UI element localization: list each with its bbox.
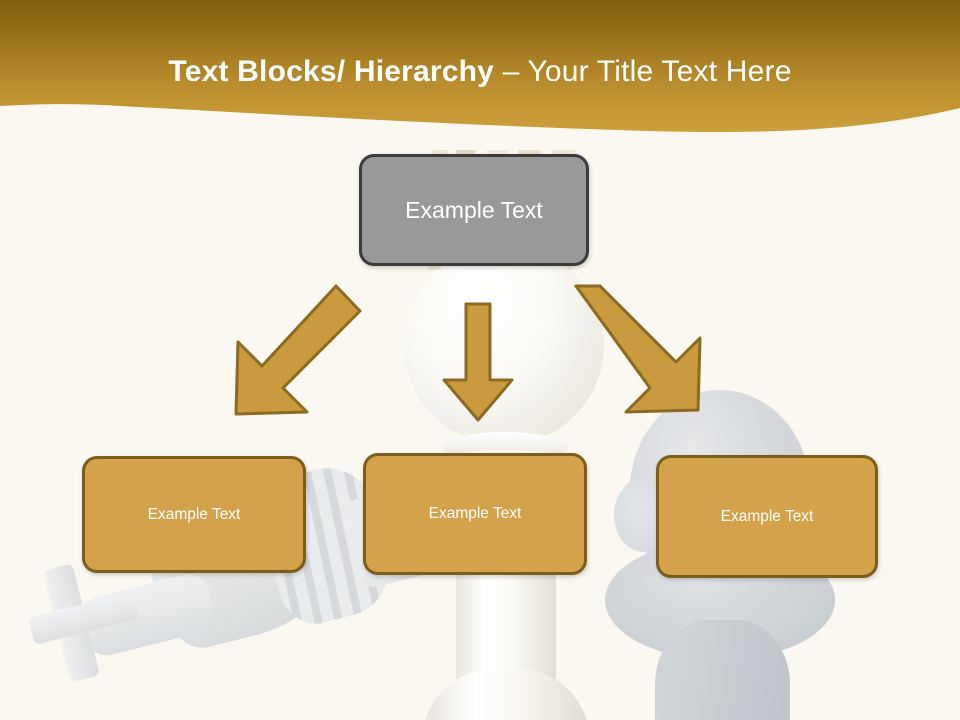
arrow-down-left-icon — [234, 284, 362, 416]
page-title-strong: Text Blocks/ Hierarchy — [168, 55, 495, 88]
header-band-shape — [0, 0, 960, 133]
page-title-light: – Your Title Text Here — [494, 55, 792, 88]
node-child-3[interactable]: Example Text — [656, 455, 878, 578]
node-child-2[interactable]: Example Text — [363, 453, 587, 575]
page-title: Text Blocks/ Hierarchy – Your Title Text… — [0, 52, 960, 92]
node-child-1[interactable]: Example Text — [82, 456, 306, 573]
node-root[interactable]: Example Text — [359, 154, 589, 266]
header-banner: Text Blocks/ Hierarchy – Your Title Text… — [0, 0, 960, 140]
arrow-down-icon — [442, 302, 514, 422]
arrow-down-right-icon — [574, 284, 702, 414]
